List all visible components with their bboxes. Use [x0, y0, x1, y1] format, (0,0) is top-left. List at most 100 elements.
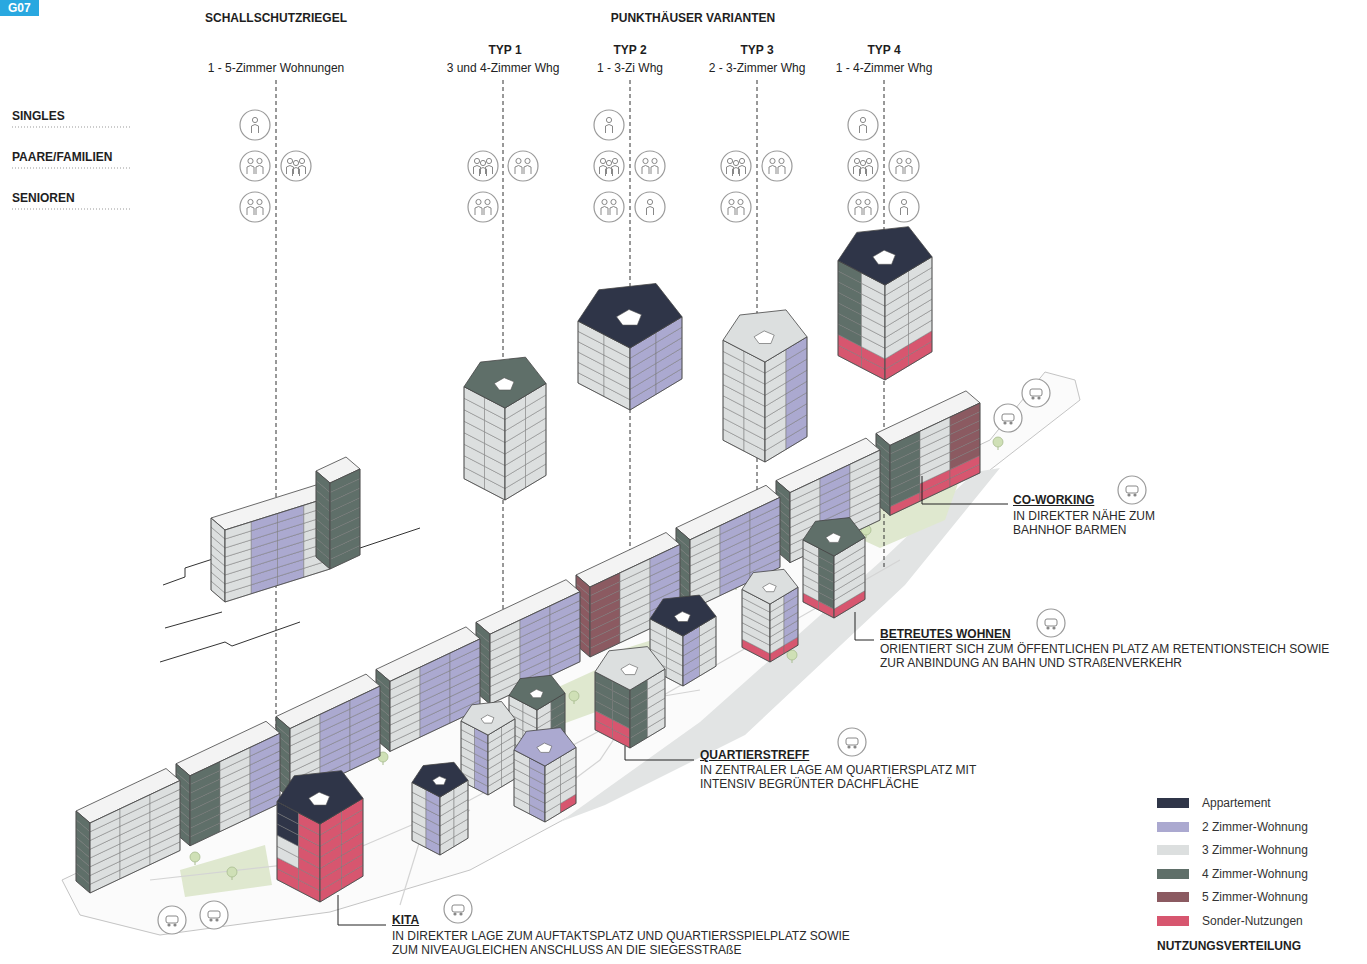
roof: [578, 284, 682, 349]
person-body: [737, 207, 744, 216]
legend-text: Sonder-Nutzungen: [1202, 914, 1303, 928]
facade-outline: [225, 497, 330, 602]
type-subtitle: 3 und 4-Zimmer Whg: [447, 61, 560, 75]
facade-outline: [90, 781, 180, 894]
person-body: [905, 166, 912, 175]
roof: [723, 310, 807, 362]
person-head: [248, 199, 253, 204]
person-head: [860, 117, 865, 122]
person-head: [516, 158, 521, 163]
facade-outline: [211, 518, 225, 602]
person-head: [485, 199, 490, 204]
row-label: SINGLES: [12, 109, 65, 123]
symbol-glyph: [459, 912, 462, 915]
symbol-glyph: [853, 745, 856, 748]
type-heading: TYP 2: [613, 43, 646, 57]
person-head: [486, 158, 491, 163]
callout-heading: QUARTIERSTREFF: [700, 748, 809, 762]
type-heading: TYP 3: [740, 43, 773, 57]
symbol-icon: [994, 404, 1022, 432]
facade-floor: [390, 667, 420, 690]
person-head: [854, 158, 859, 163]
leader-line: [855, 612, 874, 640]
type-subtitle: 1 - 3-Zi Whg: [597, 61, 663, 75]
user-icon: [848, 110, 878, 140]
symbol-glyph: [452, 905, 464, 912]
person-head: [652, 158, 657, 163]
person-body: [606, 168, 613, 177]
roof-courtyard: [754, 331, 774, 344]
symbol-icon: [1037, 609, 1065, 637]
person-body: [651, 166, 658, 175]
facade-floor: [620, 559, 650, 582]
roof-courtyard: [530, 689, 544, 697]
roof-courtyard: [617, 310, 642, 326]
user-icon: [594, 151, 624, 181]
facade-floor: [750, 497, 780, 520]
person-head: [257, 158, 262, 163]
symbol-icon: [1022, 379, 1050, 407]
legend-swatch: [1157, 916, 1189, 926]
user-icon: [721, 151, 751, 181]
person-head: [474, 158, 479, 163]
facade-outline: [316, 471, 330, 569]
person-body: [728, 207, 735, 216]
legend-swatch: [1157, 869, 1189, 879]
facade-floor: [225, 522, 251, 539]
facade-floor: [890, 431, 920, 454]
symbol-glyph: [1037, 396, 1040, 399]
callout-text: IN DIREKTER NÄHE ZUM BAHNHOF BARMEN: [1013, 509, 1183, 537]
facade-floor: [490, 620, 520, 643]
row-label: PAARE/FAMILIEN: [12, 150, 112, 164]
symbol-icon: [158, 906, 186, 934]
roof-courtyard: [537, 743, 552, 752]
facade-floor: [220, 748, 250, 771]
person-head: [612, 158, 617, 163]
person-head: [248, 158, 253, 163]
facade-floor: [350, 686, 380, 709]
tree: [227, 867, 237, 877]
roof: [838, 227, 932, 285]
context-line: [165, 612, 222, 628]
roof-courtyard: [873, 250, 896, 264]
roof-courtyard: [621, 664, 638, 675]
symbol-glyph: [1126, 486, 1138, 493]
row-rule: [12, 127, 132, 128]
facade-floor: [520, 606, 550, 629]
legend-swatch: [1157, 892, 1189, 902]
user-icon: [240, 192, 270, 222]
tree: [787, 650, 797, 660]
roof: [803, 518, 865, 556]
facade-floor: [150, 781, 180, 804]
facade-outline: [76, 811, 90, 893]
symbol-glyph: [173, 923, 176, 926]
person-head: [600, 158, 605, 163]
person-head: [739, 158, 744, 163]
user-icon: [762, 151, 792, 181]
symbol-glyph: [166, 916, 178, 923]
facade-floor: [316, 471, 330, 493]
user-icon: [889, 151, 919, 181]
callout-heading: KITA: [392, 913, 419, 927]
person-body: [647, 207, 654, 216]
user-icon: [594, 110, 624, 140]
sheet-tag: G07: [0, 0, 39, 16]
person-body: [778, 166, 785, 175]
facade-outline: [390, 639, 480, 752]
person-head: [257, 199, 262, 204]
facade-floor: [850, 450, 880, 473]
context-line: [360, 528, 420, 548]
symbol-glyph: [847, 745, 850, 748]
row-rule: [12, 209, 132, 210]
person-body: [855, 207, 862, 216]
symbol-glyph: [209, 918, 212, 921]
person-head: [606, 117, 611, 122]
user-icon: [508, 151, 538, 181]
person-head: [643, 158, 648, 163]
facade-outline: [790, 450, 880, 562]
person-head: [906, 158, 911, 163]
row-rule: [12, 168, 132, 169]
person-head: [856, 199, 861, 204]
facade-outline: [330, 469, 360, 569]
